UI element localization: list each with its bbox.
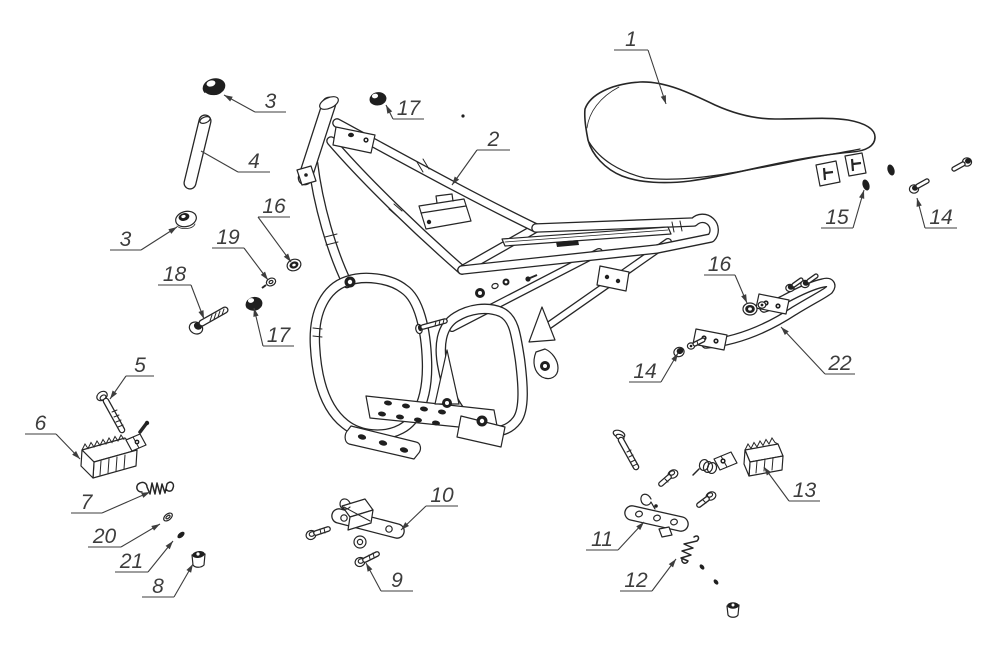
callout-20: 20 (88, 523, 161, 548)
part-12-spring-kit (680, 535, 740, 618)
callout-label: 21 (119, 550, 143, 573)
callout-label: 20 (92, 525, 117, 548)
part-6-footpeg-left (80, 420, 150, 479)
part-11-mount-plate (624, 493, 689, 538)
part-16-washer-left (286, 258, 302, 272)
callout-16: 16 (704, 253, 748, 304)
part-13-bolt (696, 491, 717, 508)
frame-pivot-bolt (415, 318, 448, 335)
callout-6: 6 (25, 412, 81, 460)
callout-label: 17 (267, 324, 292, 347)
callout-label: 2 (487, 128, 500, 151)
part-2-frame (296, 96, 719, 460)
callout-4: 4 (200, 150, 270, 173)
callout-2: 2 (451, 128, 510, 186)
callout-label: 7 (81, 491, 94, 514)
callout-7: 7 (71, 491, 151, 514)
callout-label: 3 (265, 90, 277, 113)
part-9-bolt (354, 551, 380, 568)
callout-label: 14 (929, 206, 952, 229)
callout-14: 14 (629, 352, 679, 383)
callout-19: 19 (212, 226, 269, 281)
callout-21: 21 (115, 540, 174, 573)
foot-plate-holes (378, 400, 446, 426)
callout-8: 8 (142, 563, 194, 598)
callout-label: 17 (397, 97, 422, 120)
callout-16: 16 (257, 195, 292, 263)
part-13-footpeg-right (692, 437, 784, 477)
part-8-nut (191, 551, 206, 568)
callout-3: 3 (223, 90, 286, 113)
part-3-bushing-left (175, 210, 197, 230)
callout-22: 22 (780, 326, 855, 375)
part-3-bushing-top (202, 78, 226, 97)
callout-label: 8 (152, 575, 164, 598)
callout-label: 18 (163, 263, 187, 286)
callout-label: 19 (216, 226, 240, 249)
callout-9: 9 (365, 562, 413, 592)
callout-label: 10 (430, 484, 454, 507)
callout-label: 22 (827, 352, 852, 375)
callout-label: 9 (391, 569, 403, 592)
callout-12: 12 (620, 558, 677, 592)
callout-label: 1 (625, 28, 637, 51)
callout-label: 12 (624, 569, 648, 592)
callout-label: 5 (134, 354, 146, 377)
seat-mount-tab (815, 160, 841, 187)
part-19-nut (261, 277, 277, 289)
part-1-seat (583, 81, 876, 187)
seat-mount-tab (844, 152, 867, 177)
callout-label: 13 (793, 479, 817, 502)
callout-label: 15 (825, 206, 849, 229)
part-14-bolt-top (908, 178, 930, 194)
callout-14: 14 (916, 197, 957, 229)
part-18-bolt (188, 306, 229, 335)
callout-label: 16 (708, 253, 732, 276)
part-16-nut-right (742, 301, 767, 316)
part-17-grommet-top (369, 92, 387, 107)
callout-11: 11 (586, 521, 645, 551)
part-22-grab-bar (692, 273, 836, 351)
part-7-return-spring (136, 481, 175, 495)
part-4-steering-tube (183, 114, 212, 190)
part-21-pin (177, 531, 185, 539)
callout-13: 13 (763, 466, 820, 502)
callout-3: 3 (110, 226, 178, 251)
grab-bar-bolt (785, 277, 804, 293)
part-5-bolt (96, 390, 126, 434)
callout-10: 10 (400, 484, 458, 531)
part-10-bracket (331, 498, 405, 549)
callout-1: 1 (614, 28, 667, 105)
callout-label: 11 (591, 528, 613, 551)
grab-bar-bolt (800, 273, 819, 289)
callout-17: 17 (253, 307, 294, 347)
part-13-bolt (658, 469, 679, 487)
part-14-bolt-bottom (673, 337, 706, 358)
part-10-side-bolt (305, 526, 331, 541)
part-14-bolt-top (951, 157, 973, 172)
callout-17: 17 (385, 97, 424, 120)
callout-label: 16 (262, 195, 286, 218)
callout-18: 18 (158, 263, 205, 320)
callout-label: 3 (120, 228, 132, 251)
callout-label: 6 (35, 412, 47, 435)
part-15-grommet (862, 164, 895, 191)
callout-15: 15 (821, 189, 865, 229)
callout-5: 5 (109, 354, 154, 400)
part-11-long-bolt (612, 429, 640, 471)
part-20-washer (163, 512, 173, 522)
callout-label: 14 (633, 360, 656, 383)
callout-label: 4 (248, 150, 260, 173)
ink-speck (461, 114, 465, 118)
